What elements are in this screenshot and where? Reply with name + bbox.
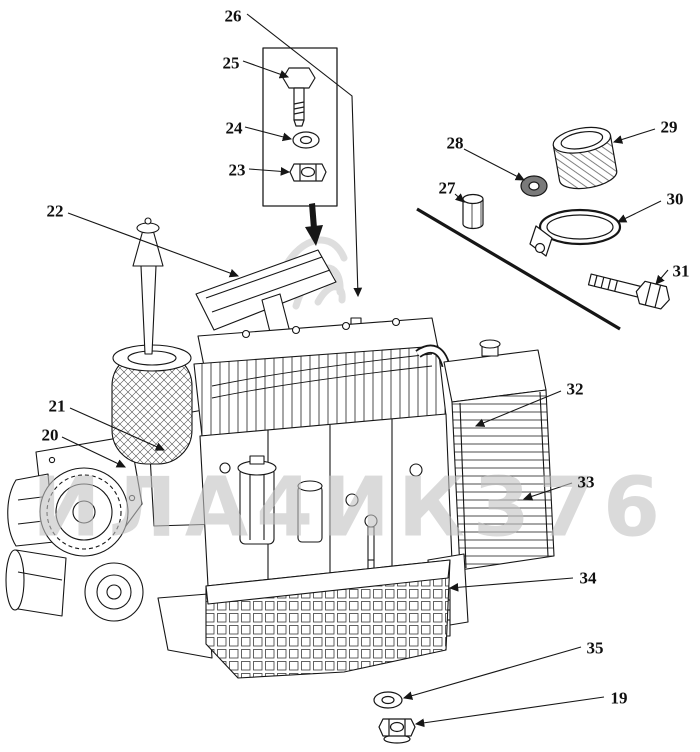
engine-block — [199, 413, 453, 587]
leader-26 — [246, 13, 363, 298]
clutch-housing — [39, 467, 129, 557]
oil-cooler-ribs — [451, 389, 555, 571]
starter-motor — [5, 549, 67, 617]
oil-pan — [205, 559, 451, 679]
engine-illustration — [5, 217, 555, 679]
leader-33 — [522, 482, 573, 501]
crank-pulley — [84, 562, 144, 622]
leader-32 — [474, 390, 562, 427]
cylinder-head-fins — [193, 345, 447, 437]
washer-24 — [292, 131, 320, 149]
air-cleaner-body — [111, 344, 193, 465]
bolt-25 — [282, 67, 316, 127]
leader-22 — [67, 212, 240, 278]
leader-23 — [248, 166, 291, 176]
valve-cover — [195, 249, 337, 331]
leader-29 — [612, 128, 656, 144]
exhaust-stack — [132, 217, 164, 355]
leader-lines — [61, 13, 669, 728]
fastener-box-group — [262, 47, 338, 246]
loose-parts-right — [462, 126, 670, 310]
leader-31 — [655, 269, 669, 285]
leader-30 — [617, 200, 662, 223]
washer-35 — [373, 691, 403, 709]
front-support — [157, 593, 213, 659]
leader-27 — [454, 193, 465, 203]
leader-20 — [61, 436, 126, 468]
nut-23 — [289, 163, 327, 182]
leader-25 — [242, 60, 290, 79]
leader-28 — [463, 148, 525, 181]
loose-parts-bottom — [373, 691, 416, 744]
down-arrow — [305, 203, 323, 246]
hose-clamp-30 — [529, 208, 622, 257]
nut-19 — [378, 718, 416, 744]
fuel-filter — [297, 480, 323, 543]
parts-box-frame — [262, 47, 338, 207]
leader-35 — [402, 646, 582, 700]
bolt-31 — [587, 273, 670, 310]
leader-21 — [69, 407, 166, 451]
seal-ring-28 — [520, 175, 548, 197]
location-line-thick — [416, 207, 621, 331]
leader-24 — [244, 126, 293, 142]
leader-19 — [414, 696, 605, 728]
oil-filter — [237, 455, 277, 545]
bushing-27 — [462, 193, 484, 230]
sleeve-29 — [552, 126, 618, 190]
leader-34 — [448, 577, 574, 592]
